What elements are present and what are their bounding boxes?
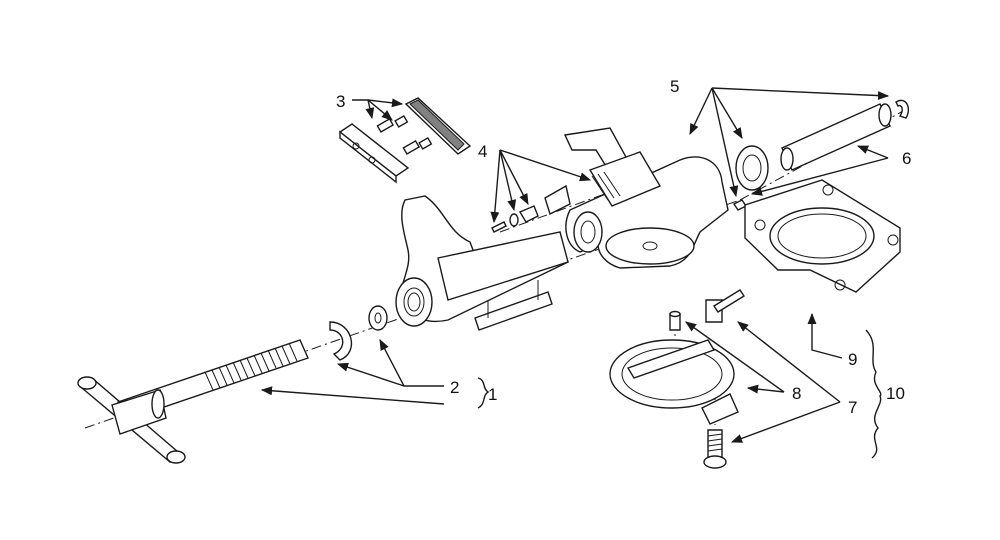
- spindle-tube-end: [780, 147, 794, 171]
- clamp-slot: [626, 339, 716, 379]
- slide-key: [474, 280, 553, 331]
- spindle-tube: [781, 103, 891, 171]
- callout-9: 9: [848, 350, 857, 369]
- callout-5: 5: [670, 77, 679, 96]
- jaw-screws: [376, 114, 433, 155]
- slide-bar: [437, 231, 569, 301]
- clamp-plate: [609, 339, 735, 409]
- swivel-base: [744, 179, 901, 293]
- rear-body-bore: [573, 211, 603, 253]
- screw-threads: [204, 342, 298, 391]
- base-center-ring: [769, 207, 875, 265]
- callout-3: 3: [336, 92, 345, 111]
- flat-washer: [368, 305, 388, 331]
- bracket-1: [477, 377, 490, 409]
- front-jaw-casting: [395, 195, 569, 327]
- snap-ring: [895, 99, 910, 119]
- handle-knob-top: [77, 376, 97, 390]
- rear-jaw-block: [588, 151, 662, 207]
- spindle-assembly: [732, 99, 910, 211]
- spindle-nut: [735, 145, 769, 191]
- handle-screw-assembly: [77, 339, 309, 464]
- jaw-inserts: [338, 97, 472, 184]
- handle-knob-bottom: [166, 450, 186, 464]
- callout-8: 8: [792, 384, 801, 403]
- callout-6: 6: [902, 149, 911, 168]
- callout-2: 2: [450, 378, 459, 397]
- leader-lines: [260, 87, 890, 443]
- swivel-base-ring: [605, 227, 695, 265]
- serration-pattern: [409, 99, 465, 151]
- callout-1: 1: [488, 385, 497, 404]
- c-washer: [329, 321, 353, 361]
- screw-collar: [151, 389, 165, 419]
- rear-body: [563, 127, 729, 269]
- bracket-10: [865, 329, 882, 459]
- callout-7: 7: [848, 398, 857, 417]
- callout-4: 4: [478, 142, 487, 161]
- jaw-plate-smooth: [338, 123, 410, 177]
- rear-jaw-serrations: [591, 171, 621, 201]
- small-parts-4: [491, 184, 571, 233]
- washer-set: [329, 305, 388, 361]
- callout-10: 10: [886, 384, 905, 403]
- front-jaw-bore: [395, 277, 433, 327]
- clamp-assembly: [609, 289, 745, 469]
